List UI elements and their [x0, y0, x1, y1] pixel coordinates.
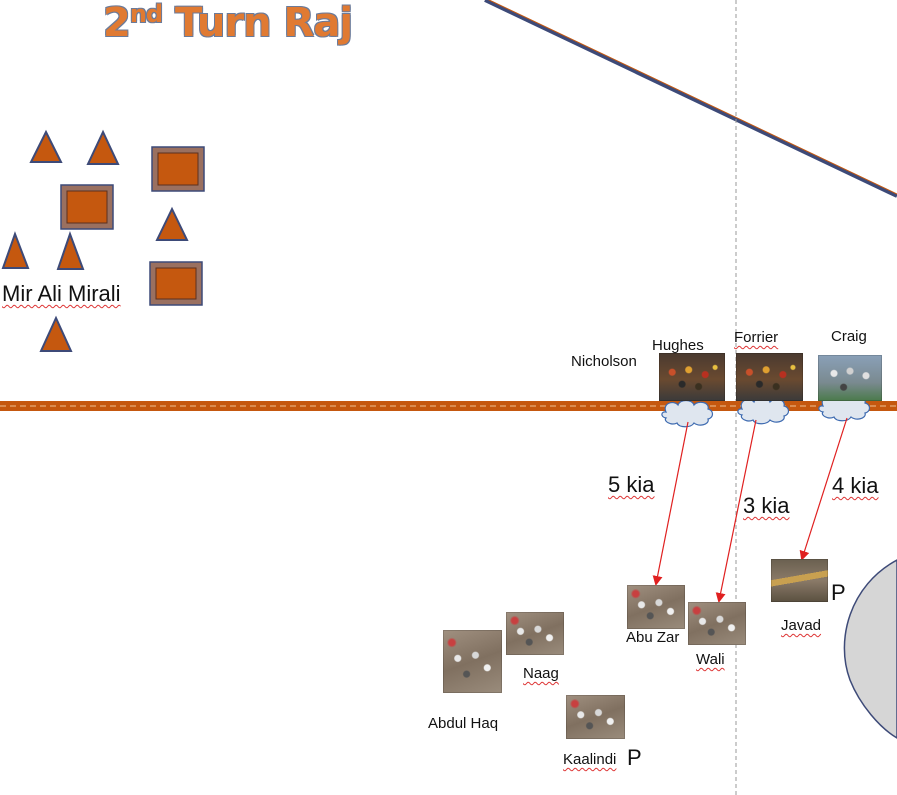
hill — [843, 559, 897, 739]
smoke-clouds — [661, 393, 871, 428]
casualty-label-forrier: 3 kia — [743, 493, 790, 518]
range-line-highlight — [488, 0, 897, 195]
casualty-label-hughes: 5 kia — [608, 472, 655, 497]
unit-label-craig: Craig — [831, 328, 867, 345]
unit-photo-naag — [506, 612, 564, 655]
unit-photo-kaalindi — [566, 695, 625, 739]
unit-triangle — [86, 129, 120, 165]
unit-label-hughes: Hughes — [652, 337, 704, 354]
unit-triangle — [56, 231, 85, 270]
unit-label-forrier: Forrier — [734, 329, 779, 346]
unit-photo-abdul-haq — [443, 630, 502, 693]
enemy-triangles — [1, 129, 189, 352]
unit-label-javad: Javad — [781, 617, 822, 634]
commander-label: Mir Ali Mirali — [2, 281, 121, 307]
smoke-cloud-forrier — [737, 396, 790, 425]
unit-triangle — [1, 231, 30, 269]
unit-photo-forrier — [736, 353, 803, 401]
range-line — [484, 0, 897, 198]
arrow-forrier-wali — [715, 419, 757, 603]
unit-label-naag: Naag — [523, 665, 559, 682]
enemy-squares — [60, 146, 205, 306]
unit-square — [149, 261, 203, 306]
unit-photo-abu-zar — [627, 585, 685, 629]
page-title: 2nd Turn Raj — [103, 0, 353, 46]
unit-photo-wali — [688, 602, 746, 645]
unit-photo-craig — [818, 355, 882, 401]
unit-label-kaalindi: Kaalindi — [563, 751, 617, 768]
unit-label-nicholson: Nicholson — [571, 353, 637, 370]
unit-label-abu-zar: Abu Zar — [626, 629, 680, 646]
unit-photo-javad — [771, 559, 828, 602]
unit-label-abdul-haq: Abdul Haq — [428, 715, 499, 732]
marker-kaalindi: P — [627, 745, 642, 770]
unit-square — [60, 184, 114, 230]
marker-javad: P — [831, 580, 846, 605]
unit-triangle — [39, 315, 73, 352]
arrow-craig-javad — [799, 417, 848, 561]
unit-square — [151, 146, 205, 192]
road — [0, 401, 897, 411]
unit-triangle — [155, 206, 189, 241]
casualty-arrows — [652, 417, 848, 603]
casualty-label-craig: 4 kia — [832, 473, 879, 498]
smoke-cloud-hughes — [661, 399, 714, 428]
unit-photo-hughes — [659, 353, 725, 401]
unit-label-wali: Wali — [696, 651, 725, 668]
commander-first-name: Mir Ali Mirali — [2, 281, 121, 306]
unit-triangle — [29, 129, 63, 163]
arrow-hughes-abu-zar — [652, 421, 689, 586]
